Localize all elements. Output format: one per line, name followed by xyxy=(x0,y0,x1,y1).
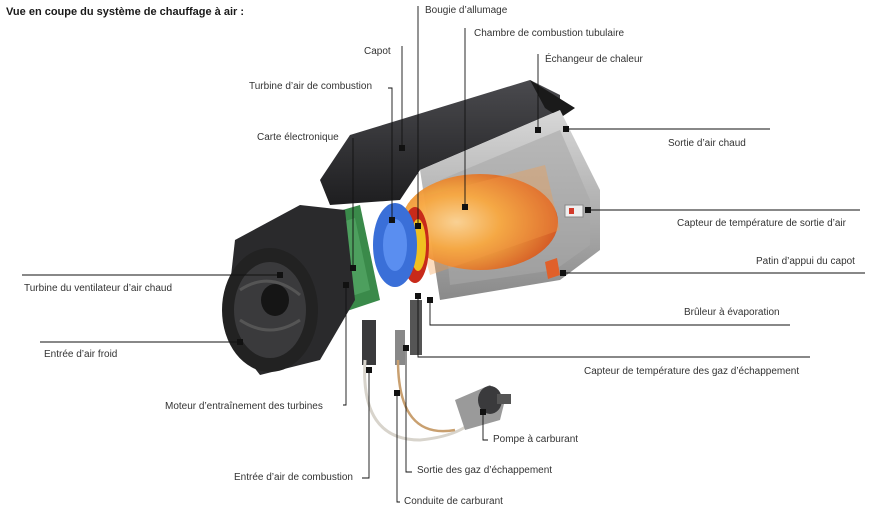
label-capteur-sortie: Capteur de température de sortie d’air xyxy=(677,218,846,229)
cover-pad-shape xyxy=(545,258,560,279)
diagram-title: Vue en coupe du système de chauffage à a… xyxy=(6,6,244,18)
label-chambre: Chambre de combustion tubulaire xyxy=(474,28,625,39)
lower-tubes-shape xyxy=(362,300,422,365)
fuel-pump-shape xyxy=(455,385,511,430)
label-capot: Capot xyxy=(364,46,391,57)
blue-blower-shape xyxy=(373,203,417,287)
label-capteur-gaz: Capteur de température des gaz d’échappe… xyxy=(584,366,800,377)
label-sortie-gaz: Sortie des gaz d’échappement xyxy=(417,465,553,476)
label-echangeur: Échangeur de chaleur xyxy=(545,54,643,65)
label-patin: Patin d’appui du capot xyxy=(756,256,855,267)
label-bruleur: Brûleur à évaporation xyxy=(684,307,780,318)
label-pompe: Pompe à carburant xyxy=(493,434,579,445)
label-sortie-air-chaud: Sortie d’air chaud xyxy=(668,138,746,149)
label-moteur: Moteur d’entraînement des turbines xyxy=(165,401,323,412)
leader-lines xyxy=(22,6,865,503)
label-carte: Carte électronique xyxy=(257,132,339,143)
label-turbine-ventilateur: Turbine du ventilateur d’air chaud xyxy=(24,283,173,294)
combustion-chamber-shape xyxy=(402,165,560,275)
label-turbine-combustion: Turbine d’air de combustion xyxy=(249,81,373,92)
capot-shape xyxy=(320,80,575,205)
label-bougie: Bougie d’allumage xyxy=(425,5,508,16)
label-conduite: Conduite de carburant xyxy=(404,496,503,507)
label-entree-air-froid: Entrée d’air froid xyxy=(44,349,118,360)
fan-housing-shape xyxy=(222,205,355,375)
label-entree-air-combustion: Entrée d’air de combustion xyxy=(234,472,353,483)
